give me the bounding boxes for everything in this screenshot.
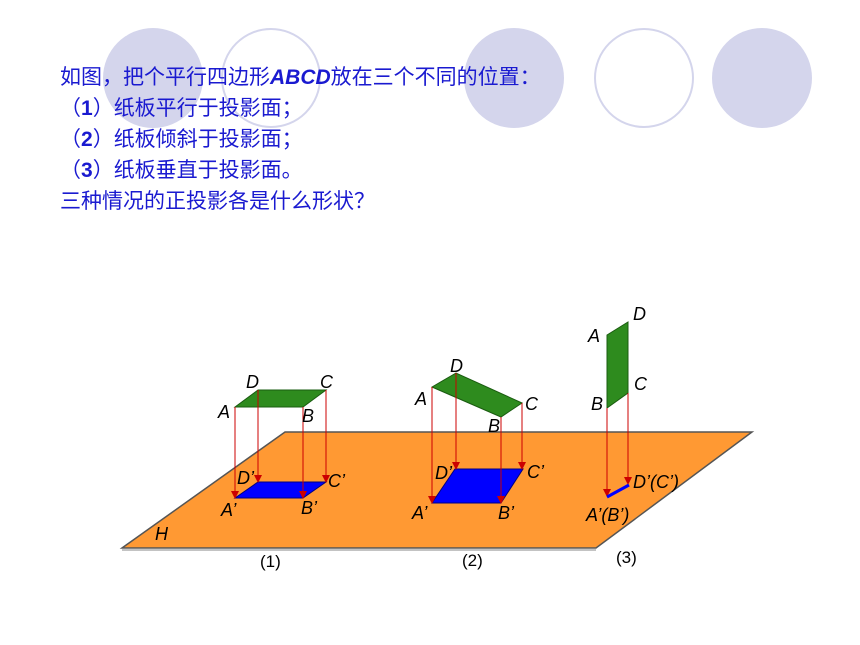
text-line-4-num: 3 [81, 159, 93, 182]
case-1: D C A B D’ C’ A’ B’ (1) [217, 372, 346, 571]
case1-label-a1: A’ [220, 500, 237, 520]
case2-label-b1: B’ [498, 503, 515, 523]
text-line-1-suffix: 放在三个不同的位置： [330, 65, 541, 89]
text-line-5: 三种情况的正投影各是什么形状？ [60, 186, 541, 216]
text-line-1-letters: ABCD [270, 66, 331, 89]
case3-label-dc1: D’(C’) [633, 472, 679, 492]
text-line-3-body: 纸板倾斜于投影面； [113, 127, 303, 151]
case2-label-c: C [525, 394, 539, 414]
case2-label-d1: D’ [435, 463, 453, 483]
case1-label-c1: C’ [328, 471, 346, 491]
text-line-1: 如图，把个平行四边形ABCD放在三个不同的位置： [60, 62, 541, 93]
case-3: D A C B D’(C’) A’(B’) (3) [585, 304, 679, 567]
case1-original-parallelogram [233, 389, 328, 408]
case2-label-a: A [414, 389, 427, 409]
case3-label-ab1: A’(B’) [585, 505, 629, 525]
case2-label-d: D [450, 356, 463, 376]
case1-label-c: C [320, 372, 334, 392]
text-line-5-body: 三种情况的正投影各是什么形状？ [60, 189, 375, 213]
decor-circle-2 [221, 28, 321, 128]
case1-label-d1: D’ [237, 468, 255, 488]
text-line-4: （3）纸板垂直于投影面。 [60, 158, 303, 182]
plane-label: H [155, 524, 169, 544]
case3-label-a: A [587, 326, 600, 346]
text-line-1-prefix: 如图，把个平行四边形 [60, 65, 270, 89]
decor-circle-4 [594, 28, 694, 128]
decor-circle-1 [103, 28, 203, 128]
text-line-2-num: 1 [81, 97, 93, 120]
decor-circle-5 [712, 28, 812, 128]
case2-label-b: B [488, 416, 500, 436]
text-line-3: （2）纸板倾斜于投影面； [60, 127, 303, 151]
case3-original-parallelogram [606, 321, 629, 409]
case1-label-b1: B’ [301, 498, 318, 518]
text-line-2: （1）纸板平行于投影面； [60, 96, 303, 120]
case3-label-c: C [634, 374, 648, 394]
case1-label-a: A [217, 402, 230, 422]
case2-caption: (2) [462, 551, 483, 570]
case1-label-b: B [302, 406, 314, 426]
case2-label-a1: A’ [411, 503, 428, 523]
text-line-3-num: 2 [81, 128, 93, 151]
case2-label-c1: C’ [527, 462, 545, 482]
case2-original-parallelogram [430, 372, 524, 418]
text-line-2-body: 纸板平行于投影面； [113, 96, 303, 120]
case3-label-d: D [633, 304, 646, 324]
case3-caption: (3) [616, 548, 637, 567]
case1-caption: (1) [260, 552, 281, 571]
case3-projection-segment [606, 483, 630, 499]
text-line-4-body: 纸板垂直于投影面。 [113, 158, 303, 182]
projection-plane-shadow [122, 548, 596, 551]
decor-circle-3 [464, 28, 564, 128]
case1-label-d: D [246, 372, 259, 392]
question-text: 如图，把个平行四边形ABCD放在三个不同的位置： （1）纸板平行于投影面； （2… [60, 62, 541, 216]
case3-label-b: B [591, 394, 603, 414]
case-2: D A C B D’ C’ A’ B’ (2) [411, 356, 545, 570]
